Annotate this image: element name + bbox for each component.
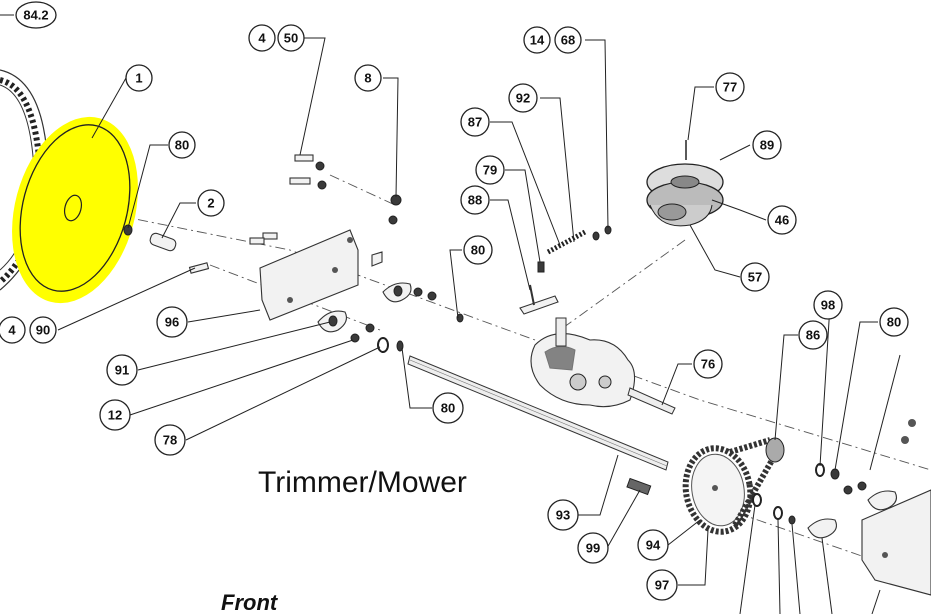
svg-text:91: 91 [115,363,129,378]
part-86-transmission [530,317,676,415]
part-96-bracket-plate [259,229,383,321]
callout-90-qty: 4 [0,316,26,344]
callout-2: 2 [197,189,225,217]
svg-text:92: 92 [516,91,530,106]
callout-79: 79 [475,155,505,185]
callout-50: 50 [277,24,305,52]
svg-text:80: 80 [887,315,901,330]
part-91-bearing-flanges [317,282,412,333]
svg-text:86: 86 [806,328,820,343]
callout-76: 76 [693,349,723,379]
callout-97: 97 [646,569,678,601]
svg-text:96: 96 [165,315,179,330]
callout-68-qty: 14 [523,26,551,54]
svg-text:84.2: 84.2 [23,8,48,23]
svg-text:90: 90 [36,323,50,338]
front-label: Front [221,590,278,615]
svg-text:68: 68 [561,33,575,48]
callout-50-qty: 4 [248,24,276,52]
part-94-sprocket-and-chain [682,437,785,535]
svg-text:98: 98 [821,298,835,313]
small-hardware-parts [123,154,464,353]
callout-86: 86 [798,320,828,350]
callout-99: 99 [577,532,609,564]
svg-text:88: 88 [468,193,482,208]
svg-text:97: 97 [655,578,669,593]
svg-text:80: 80 [175,138,189,153]
svg-text:57: 57 [748,270,762,285]
svg-text:79: 79 [483,163,497,178]
svg-text:50: 50 [284,31,298,46]
svg-text:77: 77 [723,80,737,95]
svg-text:80: 80 [471,243,485,258]
callout-96: 96 [156,306,188,338]
part-93-axle-shaft [407,355,669,471]
svg-text:14: 14 [530,33,545,48]
svg-text:93: 93 [556,508,570,523]
callout-78: 78 [154,424,186,456]
callout-87: 87 [460,107,490,137]
svg-text:8: 8 [364,71,371,86]
callout-leader-lines [0,14,901,614]
right-side-hardware [752,419,931,596]
svg-text:76: 76 [701,357,715,372]
callout-68: 68 [554,26,582,54]
callout-77: 77 [715,72,745,102]
callout-98: 98 [813,290,843,320]
part-89-pulley [646,140,724,227]
callout-90: 90 [29,316,57,344]
callout-46: 46 [767,205,797,235]
svg-text:4: 4 [8,323,16,338]
callout-89: 89 [752,130,782,160]
diagram-caption: Trimmer/Mower [258,466,467,499]
svg-text:12: 12 [108,408,122,423]
svg-text:78: 78 [163,433,177,448]
assembly-axis-lines [39,174,931,581]
callout-80-bottom: 80 [432,392,464,424]
svg-text:89: 89 [760,138,774,153]
callout-12: 12 [99,399,131,431]
svg-text:46: 46 [775,213,789,228]
callout-88: 88 [460,185,490,215]
svg-text:80: 80 [441,401,455,416]
callout-94: 94 [637,529,669,561]
linkage-spring-parts [519,225,612,315]
svg-text:94: 94 [646,538,661,553]
part-1-hubcap-highlighted [12,116,138,304]
svg-text:87: 87 [468,115,482,130]
callout-1: 1 [125,64,153,92]
callout-84-2: 84.2 [15,1,57,29]
svg-text:99: 99 [586,541,600,556]
callout-80-right: 80 [879,307,909,337]
svg-text:2: 2 [207,196,214,211]
callout-80-middle: 80 [463,235,493,265]
callout-80-top-left: 80 [168,131,196,159]
svg-text:4: 4 [258,31,266,46]
callout-92: 92 [508,83,538,113]
svg-text:1: 1 [135,71,142,86]
callout-93: 93 [547,499,579,531]
callout-57: 57 [740,262,770,292]
callout-91: 91 [106,354,138,386]
callout-8: 8 [354,64,382,92]
part-99-key [626,477,652,496]
